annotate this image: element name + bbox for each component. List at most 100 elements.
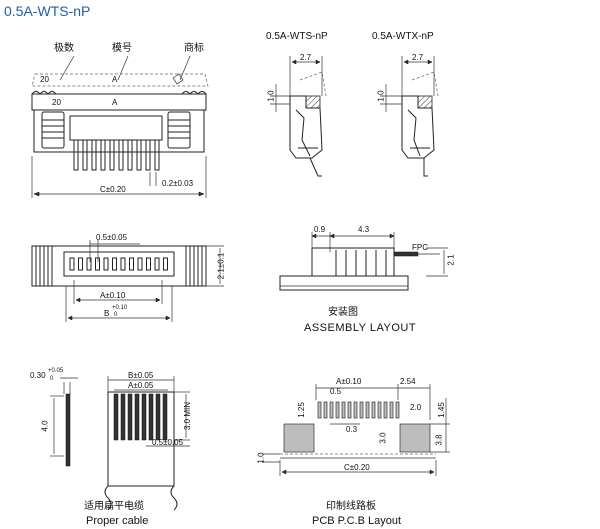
pin — [154, 257, 160, 271]
cable-dim-length: 4.0 — [40, 420, 50, 432]
cable-dim-pitch: 0.5±0.05 — [152, 438, 184, 447]
side-wts-title: 0.5A-WTS-nP — [266, 31, 328, 42]
pcb-caption-en: PCB P.C.B Layout — [312, 515, 402, 527]
pin — [86, 257, 92, 271]
pcb-dim-total-h: 3.8 — [434, 434, 444, 446]
bottom-dim-pitch: 0.5±0.05 — [96, 233, 128, 242]
cable-dim-a: A±0.05 — [128, 381, 154, 390]
outline-model-mark: A — [112, 75, 118, 84]
cable-conductor — [134, 393, 140, 441]
pin — [112, 257, 117, 271]
cable-conductor — [141, 393, 147, 441]
cable-conductor — [162, 393, 168, 441]
pin — [91, 139, 97, 171]
pin — [146, 257, 151, 271]
pcb-pad — [353, 401, 358, 419]
pin — [103, 257, 109, 271]
bottom-dim-a: A±0.10 — [100, 291, 126, 300]
pcb-pad — [389, 401, 394, 419]
side-wtx-title: 0.5A-WTX-nP — [372, 31, 434, 42]
pcb-pad — [329, 401, 334, 419]
bottom-dim-height: 2.1±0.1 — [216, 252, 226, 280]
bottom-view-connector — [31, 240, 224, 322]
pcb-caption-cn: 印制线路板 — [326, 501, 376, 512]
pin — [82, 139, 88, 171]
pin — [73, 139, 79, 171]
pin — [154, 139, 160, 171]
pcb-dim-pad-w: 2.0 — [410, 403, 422, 412]
pcb-pad — [347, 401, 352, 419]
label-model: 模号 — [112, 43, 132, 54]
body-model-mark: A — [112, 98, 118, 107]
pcb-pad — [383, 401, 388, 419]
proper-cable-drawing — [50, 376, 190, 511]
cable-caption-cn: 适用扁平电缆 — [84, 501, 144, 512]
pcb-pad — [359, 401, 364, 419]
bottom-dim-b: B — [104, 309, 110, 318]
pcb-dim-a: A±0.10 — [336, 377, 362, 386]
cable-conductor — [120, 393, 126, 441]
cable-conductor — [155, 393, 161, 441]
pin — [95, 257, 100, 271]
side-wts-depth: 2.7 — [300, 53, 312, 62]
side-wtx-depth: 2.7 — [412, 53, 424, 62]
top-view-connector — [31, 55, 209, 198]
cable-caption-en: Proper cable — [86, 515, 149, 527]
body-pin-mark: 20 — [52, 98, 61, 107]
side-wts-height: 1.0 — [266, 90, 276, 102]
pcb-dim-pitch: 0.5 — [330, 387, 342, 396]
dim-c-top: C±0.20 — [100, 185, 126, 194]
pin — [109, 139, 115, 171]
pcb-pad — [323, 401, 328, 419]
pin — [136, 139, 142, 171]
pin — [145, 139, 151, 171]
pcb-pad — [365, 401, 370, 419]
pcb-dim-pad-width: 0.3 — [346, 425, 358, 434]
pcb-pad — [371, 401, 376, 419]
pcb-dim-left: 1.0 — [256, 452, 266, 464]
pin — [100, 139, 106, 171]
asm-caption-cn: 安装图 — [328, 307, 358, 318]
page-title: 0.5A-WTS-nP — [4, 3, 91, 19]
pcb-dim-side: 2.54 — [400, 377, 416, 386]
bottom-dim-b-tol: +0.10 — [112, 305, 128, 311]
pcb-pad — [341, 401, 346, 419]
side-wtx-height: 1.0 — [376, 90, 386, 102]
pcb-dim-mount-h: 3.0 — [378, 432, 388, 444]
pcb-dim-edge: 1.45 — [436, 402, 446, 418]
asm-caption-en: ASSEMBLY LAYOUT — [304, 322, 417, 334]
pin — [120, 257, 126, 271]
assembly-layout — [279, 232, 448, 291]
outline-pin-mark: 20 — [40, 75, 49, 84]
cable-conductor — [113, 393, 119, 441]
cable-conductor — [127, 393, 133, 441]
pin — [78, 257, 83, 271]
side-view-wts — [270, 56, 327, 177]
pin — [129, 257, 134, 271]
pcb-pad — [395, 401, 400, 419]
label-pin-count: 极数 — [54, 43, 74, 54]
asm-dim-right: 4.3 — [358, 225, 370, 234]
cable-dim-min: 3.0 MIN — [183, 401, 193, 431]
cable-dim-b: B±0.05 — [128, 371, 154, 380]
pcb-pad — [317, 401, 322, 419]
dim-pitch-tol: 0.2±0.03 — [162, 179, 194, 188]
cable-conductor — [148, 393, 154, 441]
pcb-layout-drawing — [262, 384, 450, 476]
cable-thickness-minus: 0 — [50, 376, 54, 382]
side-view-wtx — [380, 56, 439, 177]
cable-thickness: 0.30 — [30, 371, 46, 380]
cable-thickness-plus: +0.05 — [48, 368, 64, 374]
pcb-pad — [377, 401, 382, 419]
label-trademark: 商标 — [184, 43, 204, 54]
asm-dim-left: 0.9 — [314, 225, 326, 234]
asm-fpc-label: FPC — [412, 243, 428, 252]
pin — [118, 139, 124, 171]
asm-dim-height: 2.1 — [446, 254, 456, 266]
pin — [163, 257, 168, 271]
pcb-pad — [335, 401, 340, 419]
pcb-dim-pad-len: 1.25 — [296, 402, 306, 418]
bottom-dim-b-tol2: 0 — [114, 312, 118, 318]
pcb-dim-c: C±0.20 — [344, 463, 370, 472]
